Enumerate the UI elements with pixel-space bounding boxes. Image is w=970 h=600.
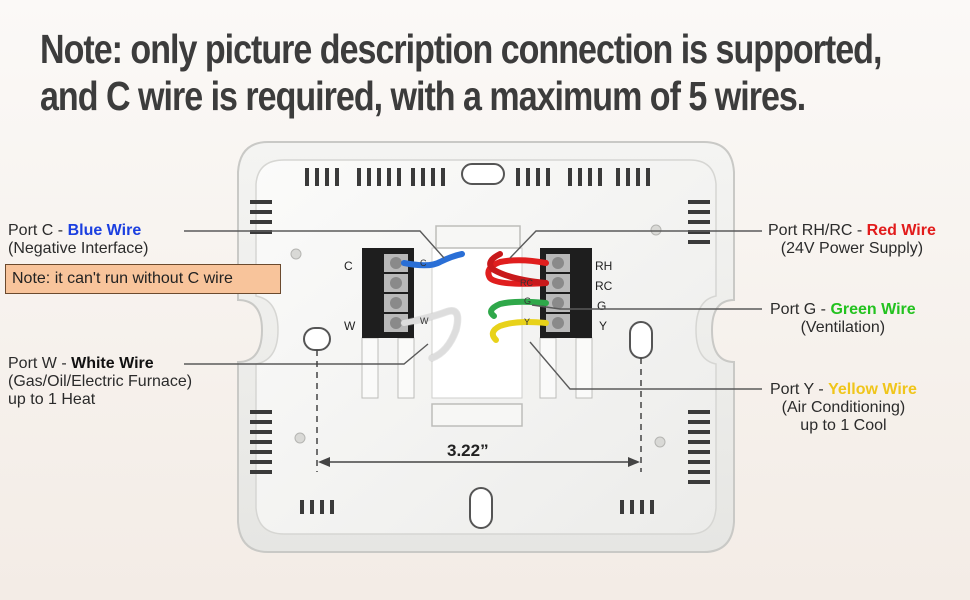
white-wire xyxy=(401,307,461,361)
port-rh-label: Port RH/RC - Red Wire (24V Power Supply) xyxy=(768,222,936,258)
wire-tag-w: W xyxy=(420,316,429,326)
port-w-desc-2: up to 1 Heat xyxy=(8,391,96,408)
wire-tag-rc: RC xyxy=(520,278,533,288)
port-c-prefix: Port C - xyxy=(8,222,68,239)
port-y-label: Port Y - Yellow Wire (Air Conditioning) … xyxy=(770,381,917,435)
headline-line-1: Note: only picture description connectio… xyxy=(40,26,882,72)
terminal-label-y: Y xyxy=(599,319,607,333)
left-vents xyxy=(250,200,272,474)
yellow-wire xyxy=(489,319,549,343)
bottom-slot xyxy=(469,487,493,529)
leader-lines xyxy=(184,230,762,390)
wire-tag-y: Y xyxy=(524,317,530,327)
port-w-wire: White Wire xyxy=(71,355,154,372)
terminal-label-w: W xyxy=(344,319,356,333)
terminal-label-rh: RH xyxy=(595,259,612,273)
wire-tag-g: G xyxy=(524,296,531,306)
terminal-label-g: G xyxy=(597,299,606,313)
port-w-label: Port W - White Wire (Gas/Oil/Electric Fu… xyxy=(8,355,192,409)
port-y-wire: Yellow Wire xyxy=(828,381,917,398)
terminal-label-rc: RC xyxy=(595,279,613,293)
blue-wire xyxy=(401,251,465,269)
top-slot xyxy=(461,163,505,185)
headline-line-2: and C wire is required, with a maximum o… xyxy=(40,73,806,119)
dimension-guide xyxy=(316,350,642,472)
port-g-label: Port G - Green Wire (Ventilation) xyxy=(770,301,916,337)
port-g-prefix: Port G - xyxy=(770,301,831,318)
port-rh-prefix: Port RH/RC - xyxy=(768,222,867,239)
wire-tag-c: C xyxy=(420,258,427,268)
right-mount-hole xyxy=(629,321,653,359)
port-y-desc-2: up to 1 Cool xyxy=(800,417,887,434)
port-w-desc-1: (Gas/Oil/Electric Furnace) xyxy=(8,373,193,390)
port-y-prefix: Port Y - xyxy=(770,381,829,398)
port-c-label: Port C - Blue Wire (Negative Interface) xyxy=(8,222,149,258)
right-vents xyxy=(688,200,710,484)
red-wire-2 xyxy=(487,251,549,286)
bottom-vents xyxy=(300,500,654,514)
port-g-desc: (Ventilation) xyxy=(800,319,886,336)
top-vents xyxy=(305,168,650,186)
port-c-desc: (Negative Interface) xyxy=(8,240,149,257)
port-c-wire: Blue Wire xyxy=(67,222,142,239)
left-mount-hole xyxy=(303,327,331,351)
port-rh-wire: Red Wire xyxy=(866,222,936,239)
dimension-label: 3.22” xyxy=(447,441,489,460)
port-y-desc-1: (Air Conditioning) xyxy=(781,399,906,416)
port-rh-desc: (24V Power Supply) xyxy=(780,240,924,257)
port-w-prefix: Port W - xyxy=(8,355,72,372)
port-g-wire: Green Wire xyxy=(830,301,916,318)
c-wire-note: Note: it can't run without C wire xyxy=(5,264,281,294)
support-posts xyxy=(361,337,593,399)
terminal-label-c: C xyxy=(344,259,353,273)
green-wire xyxy=(488,298,549,319)
